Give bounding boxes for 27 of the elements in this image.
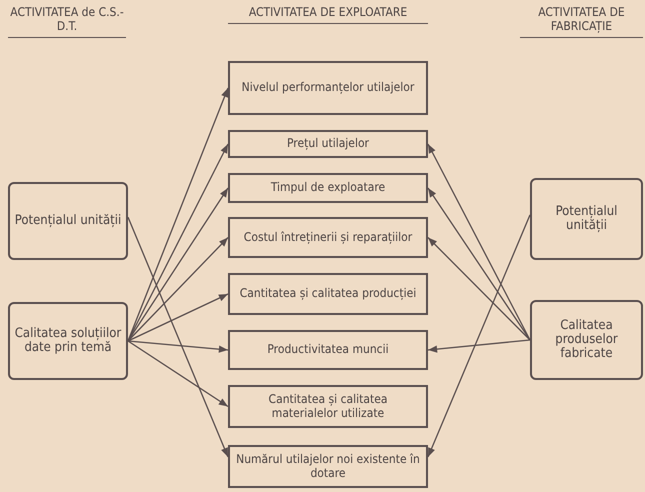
column-heading: ACTIVITATEA DE FABRICAȚIE — [520, 6, 643, 38]
arrow — [128, 237, 228, 342]
arrow — [128, 293, 228, 342]
text-box: Potențialul unității — [530, 178, 643, 260]
text-box: Cantitatea și calitatea producției — [228, 273, 428, 315]
text-box: Nivelul performanțelor utilajelor — [228, 61, 428, 115]
text-box: Productivitatea muncii — [228, 330, 428, 370]
column-heading: ACTIVITATEA de C.S.-D.T. — [8, 6, 126, 38]
text-box: Prețul utilajelor — [228, 130, 428, 158]
arrow — [128, 340, 228, 408]
text-box: Numărul utilajelor noi existente în dotare — [228, 445, 428, 488]
column-heading: ACTIVITATEA DE EXPLOATARE — [228, 6, 428, 24]
text-box: Costul întreținerii și reparațiilor — [228, 217, 428, 258]
arrow — [127, 216, 229, 458]
text-box: Potențialul unității — [8, 182, 128, 260]
arrow — [427, 214, 531, 458]
arrow — [427, 188, 531, 340]
arrow — [127, 88, 229, 342]
arrow — [128, 340, 228, 353]
arrow — [428, 339, 530, 353]
arrow — [428, 237, 530, 340]
text-box: Calitatea produselor fabricate — [530, 300, 643, 380]
text-box: Timpul de exploatare — [228, 173, 428, 203]
arrow — [127, 144, 229, 342]
text-box: Calitatea soluțiilor date prin temă — [8, 302, 128, 380]
arrow — [427, 144, 531, 340]
text-box: Cantitatea și calitatea materialelor utilizate — [228, 385, 428, 428]
